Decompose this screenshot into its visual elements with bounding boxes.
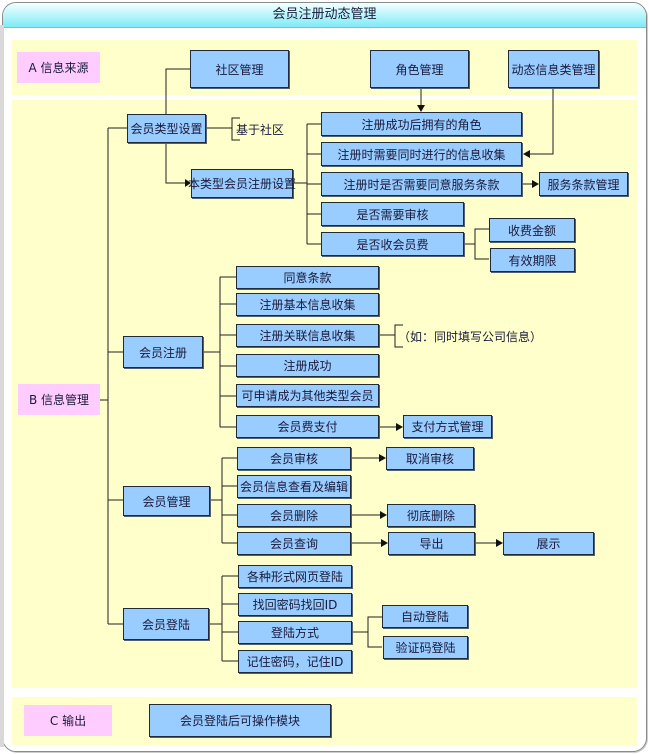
node-member-review[interactable]: 会员审核 — [237, 447, 351, 470]
node-reg-info-collect[interactable]: 注册时需要同时进行的信息收集 — [321, 142, 522, 166]
node-reg-settings[interactable]: 本类型会员注册设置 — [188, 169, 296, 198]
section-c-label: C 输出 — [24, 705, 112, 736]
node-member-login[interactable]: 会员登陆 — [123, 608, 209, 640]
node-member-type[interactable]: 会员类型设置 — [127, 114, 206, 143]
node-reg-terms[interactable]: 注册时是否需要同意服务条款 — [321, 172, 522, 196]
node-reg-role[interactable]: 注册成功后拥有的角色 — [321, 112, 522, 136]
node-agree-terms[interactable]: 同意条款 — [236, 266, 379, 289]
node-member-view-edit[interactable]: 会员信息查看及编辑 — [237, 475, 351, 498]
node-registration[interactable]: 会员注册 — [123, 336, 203, 368]
node-member-query[interactable]: 会员查询 — [237, 532, 351, 555]
node-reg-fee[interactable]: 是否收会员费 — [321, 232, 464, 256]
left-border-strip — [0, 25, 4, 747]
node-dynamic-info-mgmt[interactable]: 动态信息类管理 — [508, 50, 599, 88]
node-role-mgmt[interactable]: 角色管理 — [370, 50, 469, 88]
node-remember-password[interactable]: 记住密码，记住ID — [238, 650, 352, 673]
node-hard-delete[interactable]: 彻底删除 — [387, 504, 475, 527]
node-apply-other-type[interactable]: 可申请成为其他类型会员 — [236, 384, 379, 407]
node-payment-mgmt[interactable]: 支付方式管理 — [403, 415, 492, 438]
node-reg-success[interactable]: 注册成功 — [236, 354, 379, 377]
window-title: 会员注册动态管理 — [3, 3, 646, 28]
node-cancel-review[interactable]: 取消审核 — [386, 447, 474, 470]
node-reg-review[interactable]: 是否需要审核 — [321, 202, 464, 226]
node-terms-mgmt[interactable]: 服务条款管理 — [539, 172, 628, 196]
node-member-mgmt[interactable]: 会员管理 — [123, 486, 210, 516]
node-community-mgmt[interactable]: 社区管理 — [190, 50, 289, 88]
node-export[interactable]: 导出 — [388, 532, 475, 555]
node-captcha-login[interactable]: 验证码登陆 — [383, 636, 468, 659]
node-auto-login[interactable]: 自动登陆 — [382, 605, 468, 628]
note-based-on-community: 基于社区 — [236, 123, 285, 137]
node-recover-password[interactable]: 找回密码找回ID — [238, 593, 352, 616]
section-b-label: B 信息管理 — [18, 384, 100, 415]
note-related-info: （如：同时填写公司信息） — [398, 330, 543, 344]
node-member-delete[interactable]: 会员删除 — [237, 504, 351, 527]
node-related-info[interactable]: 注册关联信息收集 — [236, 324, 379, 347]
node-display[interactable]: 展示 — [503, 532, 594, 555]
node-fee-amount[interactable]: 收费金额 — [489, 218, 575, 242]
node-web-login[interactable]: 各种形式网页登陆 — [238, 565, 352, 588]
section-a-label: A 信息来源 — [17, 52, 100, 83]
node-fee-payment[interactable]: 会员费支付 — [236, 415, 379, 438]
node-login-method[interactable]: 登陆方式 — [238, 621, 352, 644]
node-post-login-module[interactable]: 会员登陆后可操作模块 — [149, 704, 331, 737]
node-fee-validity[interactable]: 有效期限 — [490, 248, 575, 272]
node-basic-info[interactable]: 注册基本信息收集 — [236, 293, 379, 316]
